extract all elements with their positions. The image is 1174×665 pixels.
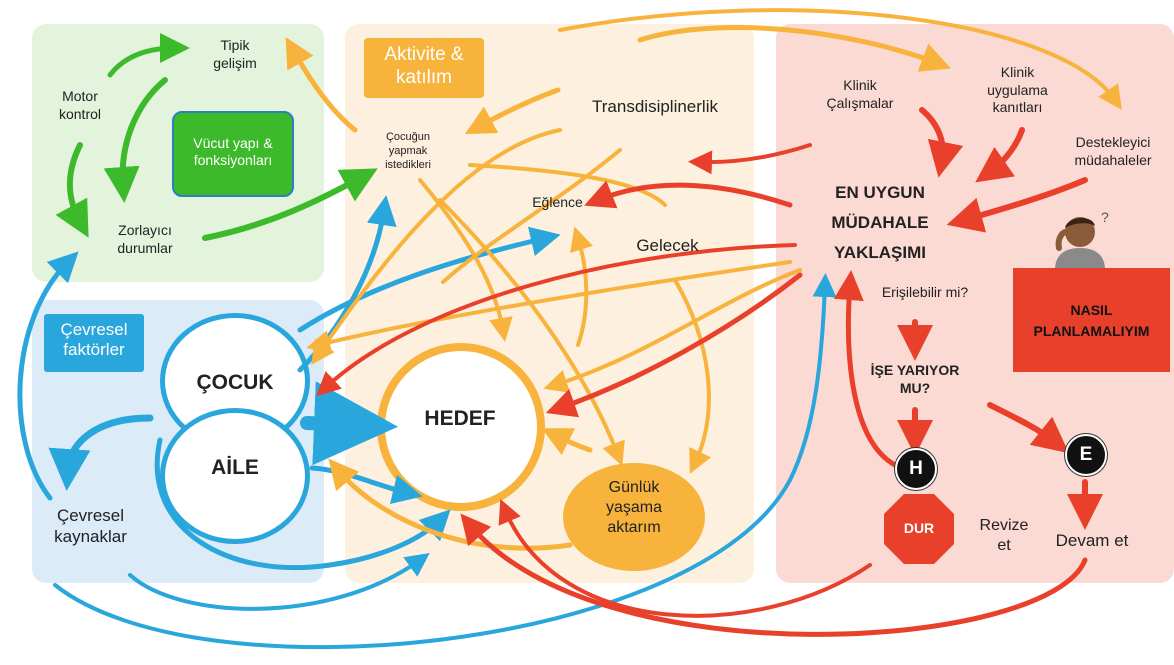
svg-text:?: ? — [1101, 209, 1109, 225]
orange-arrow-approach-child — [306, 260, 792, 354]
green-arrow-typical-zorlayici — [103, 77, 168, 203]
challenging-situations-label: Zorlayıcı durumlar — [117, 222, 173, 256]
family-circle — [160, 408, 310, 544]
environment-title: Çevresel faktörler — [44, 314, 144, 372]
orange-arrow-trans-goal — [441, 148, 622, 284]
blue-arrow-resources-approach — [53, 273, 837, 650]
red-arrow-supportive-approach — [946, 177, 1088, 233]
typical-development-label: Tipik gelişim — [213, 37, 257, 71]
red-arrow-approach-goal — [545, 272, 803, 418]
daily-transfer-label: Günlük yaşama aktarım — [605, 479, 663, 536]
blue-arrow-child-goal — [300, 381, 398, 466]
no-letter-icon: H — [895, 448, 937, 490]
best-approach-label: EN UYGUN MÜDAHALE YAKLAŞIMI — [831, 183, 929, 262]
orange-arrow-daily-family — [328, 458, 573, 551]
orange-arrow-wants-transfer — [438, 198, 625, 467]
red-arrow-approach-child — [316, 243, 797, 397]
green-arrow-zorlayici-child-wants — [202, 168, 378, 241]
blue-arrow-family-goal — [309, 465, 423, 505]
orange-arrow-wants-goal — [418, 178, 513, 342]
orange-arrow-daily-goal — [541, 428, 593, 456]
child-label: ÇOCUK — [196, 371, 274, 394]
blue-arrow-family-goal-2 — [154, 437, 451, 571]
body-functions-box: Vücut yapı & fonksiyonları — [172, 111, 294, 197]
clinical-evidence-label: Klinik uygulama kanıtları — [987, 64, 1048, 115]
blue-arrow-resources-zorlayici — [17, 251, 79, 501]
does-it-work-label: İŞE YARIYOR MU? — [870, 362, 960, 396]
orange-arrow-trans-child-wants — [464, 87, 561, 135]
how-to-plan-box: NASIL PLANLAMALIYIM — [1013, 268, 1170, 372]
revise-label: Revize et — [979, 517, 1029, 554]
orange-arrow-daily-fun — [570, 226, 594, 347]
red-arrow-stop-goal — [498, 498, 872, 618]
blue-arrow-child-fun — [297, 226, 561, 333]
green-arrow-motor-typical — [107, 33, 190, 78]
orange-arrow-future-daily — [673, 278, 711, 474]
thinking-person-icon: ? — [1055, 209, 1109, 270]
stop-sign-icon — [884, 494, 954, 564]
orange-arrow-trans-child — [311, 128, 562, 365]
goal-label: HEDEF — [424, 407, 496, 430]
clinical-studies-label: Klinik Çalışmalar — [826, 77, 894, 111]
activity-title: Aktivite & katılım — [364, 38, 484, 98]
continue-label: Devam et — [1055, 531, 1129, 550]
blue-arrow-family-resources — [48, 414, 154, 491]
red-arrow-continue-goal — [460, 513, 1088, 637]
orange-arrow-approach-goal — [543, 268, 802, 393]
future-label: Gelecek — [636, 236, 699, 255]
family-label: AİLE — [211, 456, 259, 479]
red-arrow-clinical-approach — [919, 107, 964, 178]
orange-arrow-child-wants-typical — [285, 36, 358, 133]
orange-arrow-top-klinik — [637, 25, 952, 72]
stop-label: DUR — [903, 520, 935, 536]
fun-label: Eğlence — [532, 194, 583, 210]
red-arrow-evidence-approach — [975, 127, 1025, 183]
red-arrow-clinical-trans — [688, 143, 812, 175]
red-arrow-works-e — [987, 402, 1070, 454]
accessible-label: Erişilebilir mi? — [881, 284, 969, 300]
red-arrow-h-approach — [833, 270, 898, 468]
green-arrow-motor-zorlayici — [55, 142, 89, 238]
child-wants-label: Çocuğun yapmak istedikleri — [385, 131, 431, 171]
orange-arrow-top-destek — [558, 8, 1122, 110]
yes-letter-icon: E — [1065, 434, 1107, 476]
orange-arrow-wants-daily — [468, 163, 667, 207]
resources-label: Çevresel kaynaklar — [54, 506, 127, 547]
blue-arrow-resources-goal — [128, 552, 430, 611]
transdisciplinarity-label: Transdisiplinerlik — [592, 97, 718, 116]
motor-control-label: Motor kontrol — [58, 88, 102, 122]
daily-transfer-ellipse — [563, 463, 705, 571]
supportive-interventions-label: Destekleyici müdahaleler — [1074, 134, 1152, 168]
red-arrow-approach-fun — [584, 180, 793, 209]
